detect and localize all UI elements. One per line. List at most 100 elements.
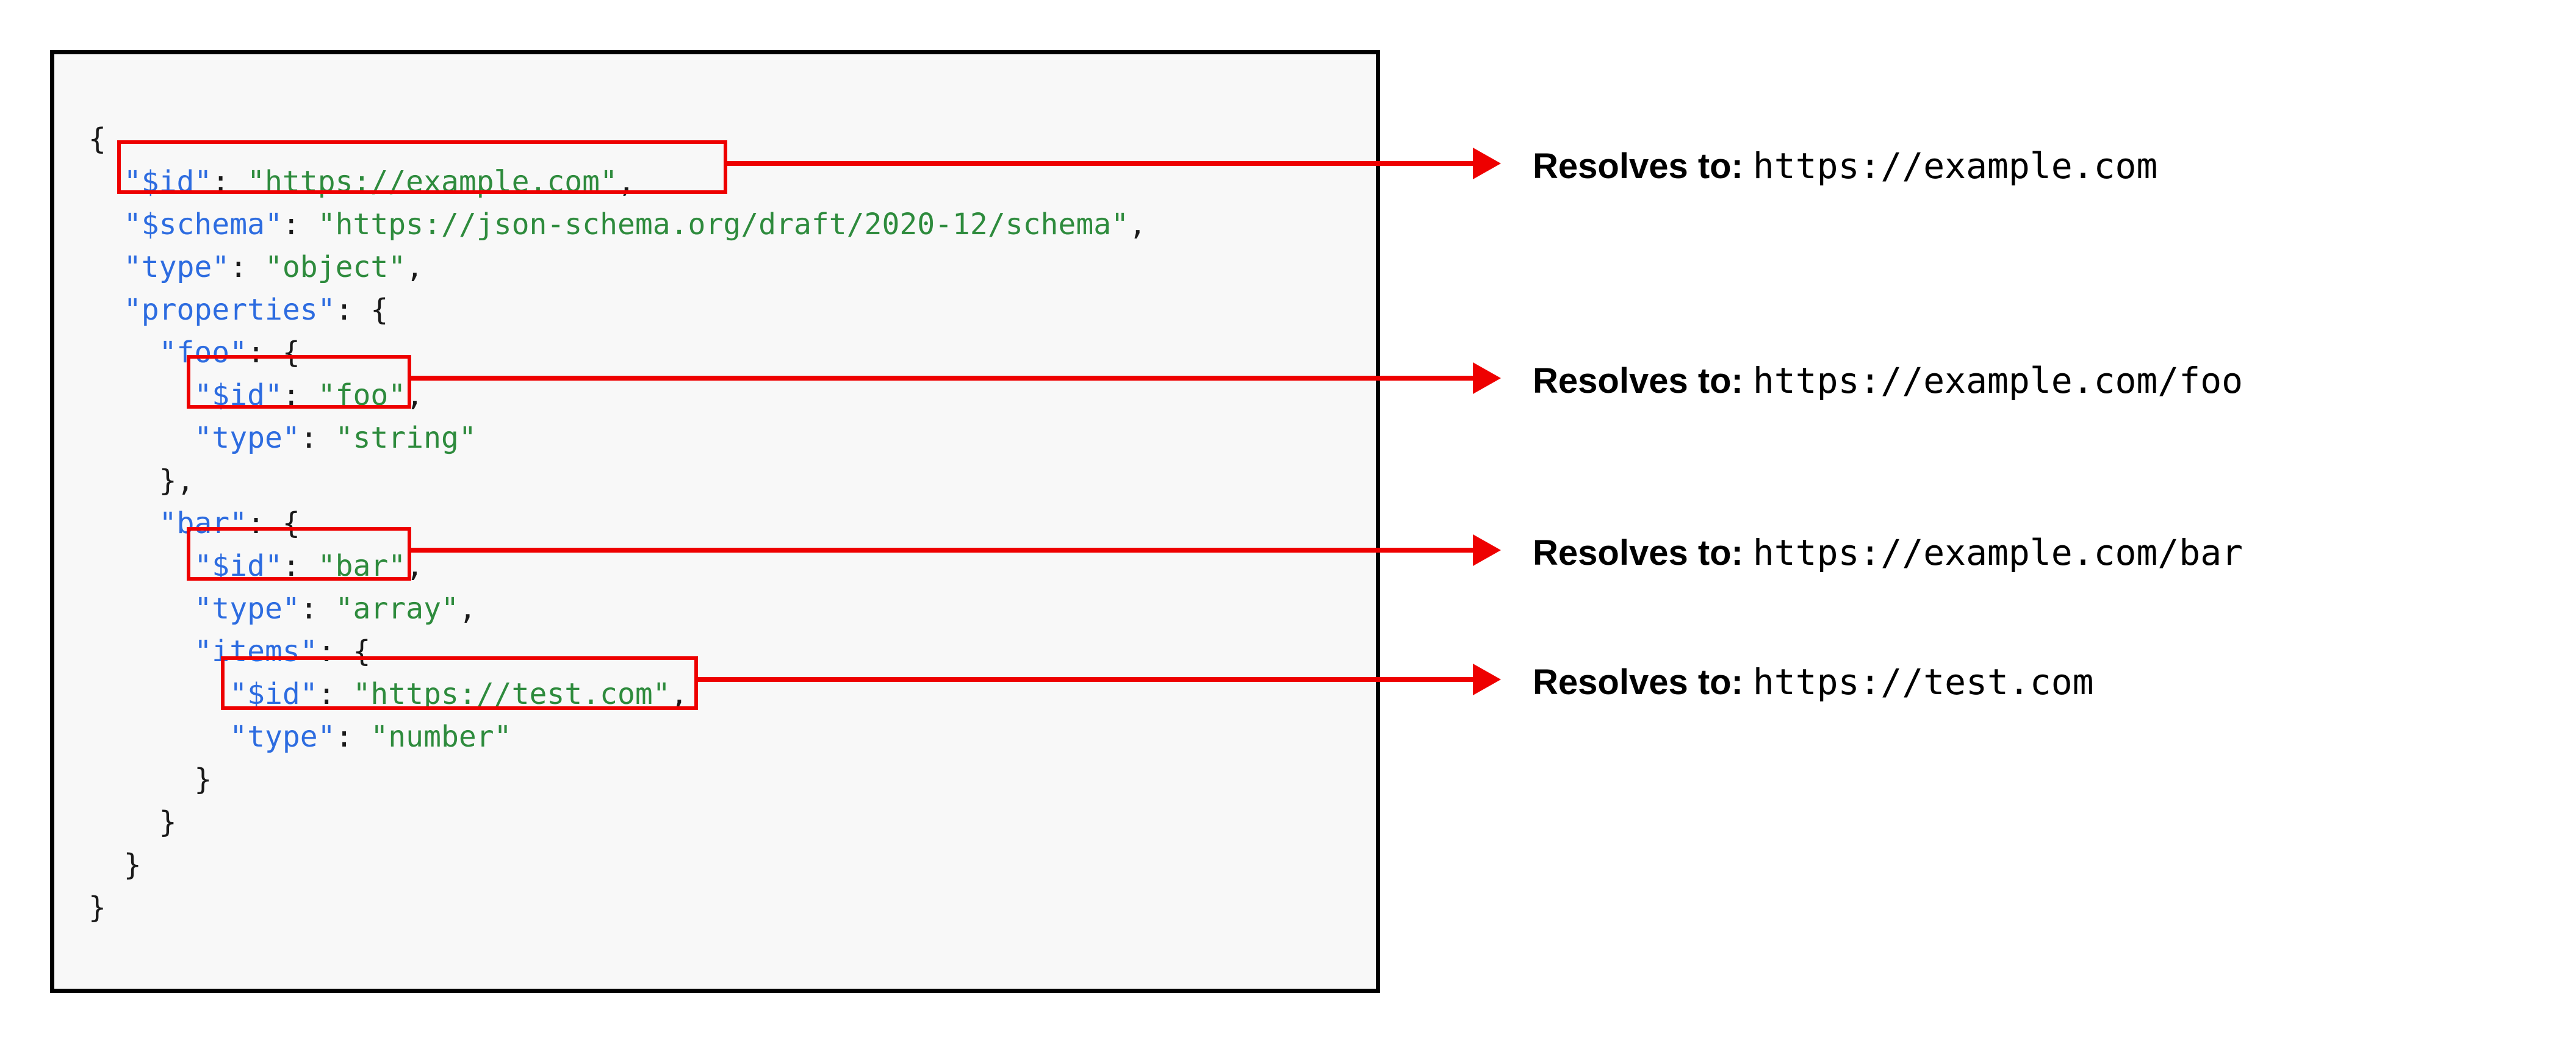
code-token-punct: } xyxy=(194,762,212,797)
code-token-punct: : xyxy=(300,421,336,455)
arrow-to-bar-line xyxy=(411,548,1473,553)
code-token-key: "type" xyxy=(229,720,336,754)
code-token-punct: : xyxy=(300,592,336,626)
code-token-punct: , xyxy=(1129,207,1146,242)
code-indent xyxy=(88,549,194,583)
code-token-punct: : xyxy=(335,720,371,754)
code-line: "$id": "https://test.com", xyxy=(88,673,1146,715)
code-token-key: "type" xyxy=(123,250,230,284)
code-token-punct: , xyxy=(406,378,424,412)
code-indent xyxy=(88,848,124,882)
code-indent xyxy=(88,293,124,327)
code-token-punct: , xyxy=(617,165,635,199)
arrow-to-foo-line xyxy=(411,376,1473,381)
resolves-to-label: Resolves to: xyxy=(1533,662,1743,702)
code-token-punct: : xyxy=(212,165,248,199)
code-indent xyxy=(88,592,194,626)
code-token-str: "foo" xyxy=(317,378,406,412)
code-token-punct: : { xyxy=(247,335,300,370)
code-token-key: "$id" xyxy=(229,677,318,711)
code-line: "$id": "https://example.com", xyxy=(88,160,1146,203)
arrow-to-foo-arrowhead-icon xyxy=(1473,362,1501,394)
code-token-str: "object" xyxy=(264,250,406,284)
code-line: "$schema": "https://json-schema.org/draf… xyxy=(88,203,1146,246)
code-token-str: "https://example.com" xyxy=(247,165,617,199)
resolved-url-value: https://example.com xyxy=(1752,145,2158,187)
code-indent xyxy=(88,677,229,711)
resolved-url-value: https://example.com/foo xyxy=(1752,360,2243,401)
code-line: "properties": { xyxy=(88,289,1146,331)
code-token-punct: : xyxy=(282,207,318,242)
arrow-to-items-arrowhead-icon xyxy=(1473,664,1501,695)
code-token-key: "$id" xyxy=(123,165,212,199)
code-line: } xyxy=(88,844,1146,886)
code-token-punct: : xyxy=(282,378,318,412)
code-indent xyxy=(88,634,194,668)
code-token-punct: : { xyxy=(335,293,389,327)
code-indent xyxy=(88,506,159,540)
code-token-punct: } xyxy=(123,848,142,882)
code-line: "items": { xyxy=(88,630,1146,673)
arrow-to-bar-arrowhead-icon xyxy=(1473,534,1501,566)
code-token-punct: , xyxy=(406,250,424,284)
annotation-bar: Resolves to:https://example.com/bar xyxy=(1533,532,2243,573)
code-token-key: "properties" xyxy=(123,293,336,327)
arrow-to-root-arrowhead-icon xyxy=(1473,148,1501,179)
code-token-punct: , xyxy=(406,549,424,583)
code-listing: { "$id": "https://example.com", "$schema… xyxy=(88,118,1146,929)
code-indent xyxy=(88,421,194,455)
arrow-to-root-line xyxy=(727,161,1473,166)
code-indent xyxy=(88,720,229,754)
resolves-to-label: Resolves to: xyxy=(1533,361,1743,401)
annotation-foo: Resolves to:https://example.com/foo xyxy=(1533,360,2243,401)
code-line: "type": "object", xyxy=(88,246,1146,289)
code-line: } xyxy=(88,758,1146,801)
code-indent xyxy=(88,165,124,199)
code-token-key: "type" xyxy=(194,592,300,626)
code-token-str: "array" xyxy=(335,592,459,626)
code-indent xyxy=(88,464,159,498)
code-line: } xyxy=(88,801,1146,844)
resolved-url-value: https://test.com xyxy=(1752,661,2094,703)
code-token-punct: , xyxy=(670,677,688,711)
code-token-punct: { xyxy=(88,122,106,156)
code-indent xyxy=(88,250,124,284)
code-token-punct: : xyxy=(317,677,353,711)
code-token-key: "type" xyxy=(194,421,300,455)
resolves-to-label: Resolves to: xyxy=(1533,533,1743,573)
code-token-punct: : { xyxy=(247,506,300,540)
annotation-items: Resolves to:https://test.com xyxy=(1533,661,2094,703)
code-indent xyxy=(88,335,159,370)
code-line: "type": "string" xyxy=(88,417,1146,459)
code-indent xyxy=(88,805,159,839)
code-line: { xyxy=(88,118,1146,160)
code-token-punct: }, xyxy=(159,464,195,498)
code-token-punct: } xyxy=(88,891,106,925)
code-line: "type": "array", xyxy=(88,587,1146,630)
code-token-str: "number" xyxy=(370,720,512,754)
code-token-key: "foo" xyxy=(159,335,248,370)
code-token-punct: : xyxy=(282,549,318,583)
code-line: "bar": { xyxy=(88,502,1146,545)
code-token-str: "https://json-schema.org/draft/2020-12/s… xyxy=(317,207,1129,242)
code-token-str: "string" xyxy=(335,421,477,455)
code-token-punct: : xyxy=(229,250,265,284)
code-line: "foo": { xyxy=(88,331,1146,374)
code-token-punct: } xyxy=(159,805,177,839)
code-line: "type": "number" xyxy=(88,715,1146,758)
code-line: } xyxy=(88,886,1146,929)
code-token-key: "$schema" xyxy=(123,207,282,242)
code-indent xyxy=(88,207,124,242)
code-token-key: "$id" xyxy=(194,549,282,583)
code-token-key: "bar" xyxy=(159,506,248,540)
code-token-punct: , xyxy=(458,592,477,626)
arrow-to-items-line xyxy=(698,677,1473,682)
resolves-to-label: Resolves to: xyxy=(1533,146,1743,186)
code-token-key: "$id" xyxy=(194,378,282,412)
code-token-punct: : { xyxy=(317,634,371,668)
code-line: }, xyxy=(88,459,1146,502)
code-indent xyxy=(88,378,194,412)
annotation-root: Resolves to:https://example.com xyxy=(1533,145,2157,187)
json-schema-code-block: { "$id": "https://example.com", "$schema… xyxy=(50,50,1380,993)
code-token-key: "items" xyxy=(194,634,318,668)
